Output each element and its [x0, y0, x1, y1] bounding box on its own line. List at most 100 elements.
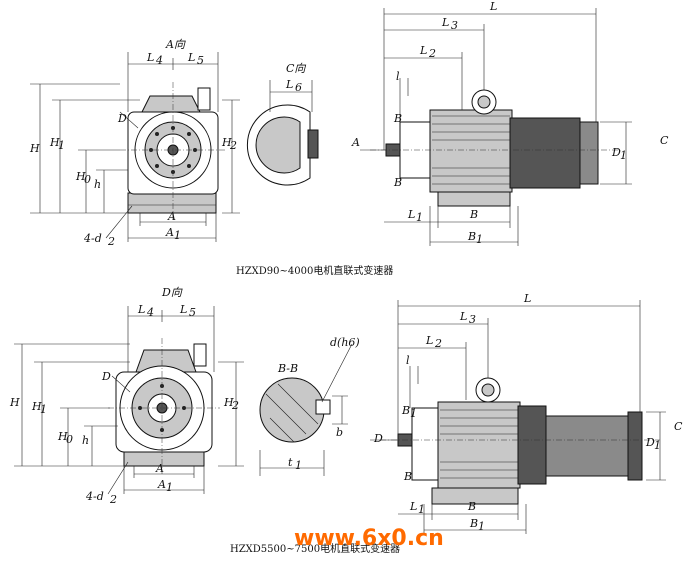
top-side-view	[360, 89, 620, 207]
label-view-a: A向	[165, 38, 186, 51]
svg-text:4: 4	[146, 306, 154, 319]
svg-text:1: 1	[476, 233, 483, 246]
svg-text:2: 2	[107, 235, 115, 248]
svg-text:B: B	[467, 500, 476, 513]
svg-text:A: A	[165, 226, 174, 239]
svg-text:C: C	[674, 420, 683, 433]
svg-text:l: l	[406, 354, 410, 367]
svg-text:H: H	[57, 430, 68, 443]
svg-text:1: 1	[478, 520, 485, 533]
svg-text:1: 1	[418, 503, 425, 516]
svg-text:2: 2	[229, 139, 237, 152]
bottom-front-view	[108, 338, 220, 474]
svg-text:B: B	[469, 517, 478, 530]
svg-text:6: 6	[295, 81, 302, 94]
bottom-side-gear-unit	[437, 401, 521, 489]
label-view-c: C向	[286, 62, 306, 75]
svg-text:L: L	[459, 310, 467, 323]
svg-text:B: B	[393, 112, 402, 125]
svg-text:1: 1	[174, 229, 181, 242]
svg-text:B: B	[467, 230, 476, 243]
svg-text:L: L	[407, 208, 415, 221]
svg-text:H: H	[49, 136, 60, 149]
svg-text:1: 1	[166, 481, 173, 494]
svg-text:B: B	[393, 176, 402, 189]
svg-text:t: t	[288, 456, 293, 469]
svg-text:D: D	[373, 432, 383, 445]
svg-text:B-B: B-B	[277, 362, 298, 375]
svg-text:L: L	[137, 303, 145, 316]
svg-text:0: 0	[84, 173, 91, 186]
svg-text:D: D	[117, 112, 127, 125]
top-front-handwheel	[197, 87, 211, 111]
svg-text:D: D	[101, 370, 111, 383]
top-front-view	[120, 82, 226, 220]
svg-text:A: A	[167, 210, 176, 223]
svg-text:1: 1	[416, 211, 423, 224]
svg-text:2: 2	[231, 399, 239, 412]
top-front-gearbox	[141, 95, 201, 113]
svg-text:2: 2	[109, 493, 117, 506]
bottom-side-view	[370, 377, 660, 505]
svg-text:2: 2	[428, 47, 436, 60]
svg-text:A: A	[351, 136, 360, 149]
svg-text:1: 1	[654, 439, 661, 452]
svg-text:L: L	[179, 303, 187, 316]
svg-text:L: L	[523, 292, 531, 305]
svg-text:L: L	[489, 0, 497, 13]
top-side-gear-unit	[429, 109, 513, 193]
bottom-side-motor-flange	[517, 405, 547, 485]
svg-text:L: L	[441, 16, 449, 29]
svg-text:H: H	[223, 396, 234, 409]
svg-text:b: b	[336, 426, 343, 439]
svg-text:B: B	[401, 404, 410, 417]
svg-text:h: h	[94, 178, 101, 191]
svg-text:D: D	[611, 146, 621, 159]
svg-text:L: L	[146, 51, 154, 64]
svg-text:d(h6): d(h6)	[330, 336, 360, 349]
watermark: www.6x0.cn	[294, 526, 444, 551]
svg-text:H: H	[9, 396, 20, 409]
svg-text:L: L	[285, 78, 293, 91]
svg-text:1: 1	[410, 407, 417, 420]
svg-text:h: h	[82, 434, 89, 447]
svg-text:C: C	[660, 134, 669, 147]
svg-text:H: H	[29, 142, 40, 155]
svg-text:5: 5	[189, 306, 196, 319]
svg-text:1: 1	[58, 139, 65, 152]
svg-text:1: 1	[295, 459, 302, 472]
svg-text:4: 4	[155, 54, 163, 67]
label-view-d: D向	[161, 286, 183, 299]
svg-text:1: 1	[40, 403, 47, 416]
bottom-front-dims	[14, 306, 244, 495]
svg-text:A: A	[157, 478, 166, 491]
top-side-motor	[509, 117, 581, 189]
svg-text:4-d: 4-d	[85, 490, 104, 503]
top-side-dims	[383, 8, 632, 246]
svg-text:3: 3	[451, 19, 458, 32]
caption-bottom: HZXD5500~7500电机直联式变速器	[230, 542, 400, 555]
svg-text:1: 1	[620, 149, 627, 162]
svg-text:H: H	[75, 170, 86, 183]
top-front-dims	[30, 52, 240, 242]
svg-text:H: H	[221, 136, 232, 149]
svg-text:5: 5	[197, 54, 204, 67]
bottom-side-dims	[397, 300, 666, 534]
svg-text:4-d: 4-d	[83, 232, 102, 245]
bottom-side-motor	[545, 415, 631, 477]
svg-text:3: 3	[469, 313, 476, 326]
svg-text:L: L	[425, 334, 433, 347]
svg-text:L: L	[409, 500, 417, 513]
svg-text:D: D	[645, 436, 655, 449]
svg-text:l: l	[396, 70, 400, 83]
svg-text:2: 2	[434, 337, 442, 350]
caption-top: HZXD90~4000电机直联式变速器	[236, 264, 393, 277]
svg-text:A: A	[155, 462, 164, 475]
svg-text:H: H	[31, 400, 42, 413]
